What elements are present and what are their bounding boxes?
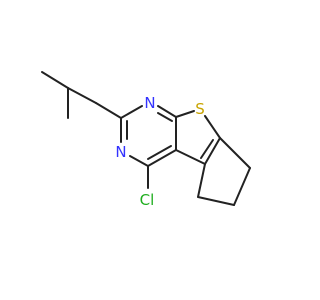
- molecule-structure: N N S Cl: [41, 71, 251, 209]
- atom-label-n1: N: [144, 94, 155, 112]
- bond-ch2-c2: [95, 102, 122, 119]
- atom-label-cl: Cl: [140, 191, 155, 209]
- bond-n1-c7a-inner: [157, 112, 173, 122]
- bond-ch-ch2: [67, 87, 97, 104]
- bond-ch3a-ch: [41, 71, 69, 89]
- bond-s-c6a: [204, 115, 221, 139]
- bond-c4a-c4: [147, 149, 177, 167]
- bond-c4-n3: [129, 155, 149, 167]
- bond-c3a-c4a: [175, 149, 206, 165]
- bond-c2-n1: [120, 105, 143, 119]
- bond-c6-c5: [233, 167, 251, 206]
- atom-label-n3: N: [115, 143, 126, 161]
- bond-c5-c4c: [197, 196, 235, 206]
- bond-n1-c7a: [157, 105, 177, 118]
- bonds: [41, 71, 251, 206]
- bond-c6a-c3a-inner: [200, 139, 214, 159]
- bond-c6a-c6: [219, 137, 251, 169]
- bond-c7a-s: [175, 110, 195, 118]
- atom-labels: N N S Cl: [115, 94, 204, 209]
- molecule-canvas: N N S Cl: [41, 71, 251, 209]
- atom-label-s: S: [195, 100, 205, 118]
- bond-c4a-c4-inner: [147, 145, 172, 160]
- bond-c6a-c3a: [204, 137, 221, 165]
- bond-c4c-c3a: [197, 163, 206, 198]
